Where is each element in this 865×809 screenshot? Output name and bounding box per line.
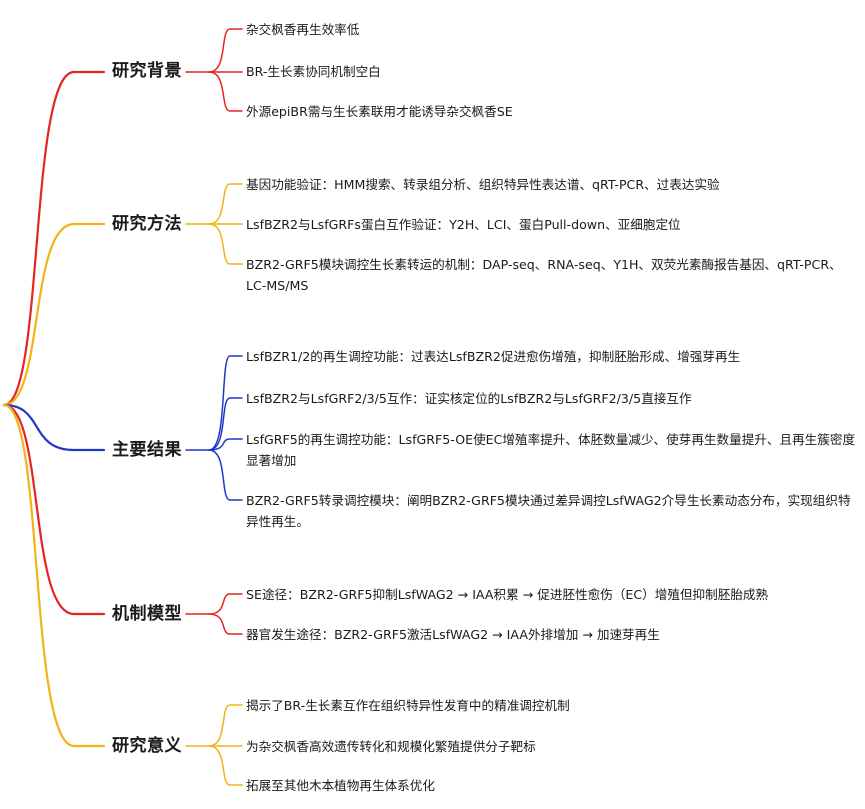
branch-title-significance: 研究意义	[112, 736, 182, 756]
leaf-connector-methods-3	[208, 223, 243, 265]
leaf-connector-results-1	[208, 355, 243, 451]
leaf-connector-significance-3	[208, 745, 243, 786]
leaf-results-4: BZR2-GRF5转录调控模块：阐明BZR2-GRF5模块通过差异调控LsfWA…	[246, 493, 851, 529]
branch-title-results: 主要结果	[112, 440, 182, 460]
leaf-connector-results-2	[208, 397, 243, 451]
leaf-background-3: 外源epiBR需与生长素联用才能诱导杂交枫香SE	[246, 104, 513, 119]
leaf-methods-1: 基因功能验证：HMM搜索、转录组分析、组织特异性表达谱、qRT-PCR、过表达实…	[246, 177, 720, 192]
leaf-results-1: LsfBZR1/2的再生调控功能：过表达LsfBZR2促进愈伤增殖，抑制胚胎形成…	[246, 349, 741, 364]
leaf-model-2: 器官发生途径：BZR2-GRF5激活LsfWAG2 → IAA外排增加 → 加速…	[246, 627, 660, 642]
connector-methods	[2, 222, 106, 407]
leaf-background-1: 杂交枫香再生效率低	[246, 22, 360, 37]
leaf-significance-1: 揭示了BR-生长素互作在组织特异性发育中的精准调控机制	[246, 698, 570, 713]
leaf-connector-results-4	[208, 449, 243, 501]
leaf-connector-background-1	[208, 28, 243, 73]
leaf-connector-model-2	[208, 613, 243, 635]
connector-significance	[2, 403, 106, 748]
leaf-connector-model-1	[208, 593, 243, 615]
leaf-significance-3: 拓展至其他木本植物再生体系优化	[246, 778, 435, 793]
connector-model	[2, 403, 106, 616]
connector-results	[2, 403, 106, 452]
connector-background	[2, 70, 106, 407]
branch-title-background: 研究背景	[112, 61, 182, 81]
leaf-methods-3: BZR2-GRF5模块调控生长素转运的机制：DAP-seq、RNA-seq、Y1…	[246, 257, 842, 293]
branch-title-methods: 研究方法	[112, 214, 182, 234]
leaf-background-2: BR-生长素协同机制空白	[246, 64, 381, 79]
branch-title-model: 机制模型	[112, 604, 182, 624]
leaf-connector-background-3	[208, 71, 243, 112]
leaf-results-3: LsfGRF5的再生调控功能：LsfGRF5-OE使EC增殖率提升、体胚数量减少…	[246, 432, 856, 468]
leaf-model-1: SE途径：BZR2-GRF5抑制LsfWAG2 → IAA积累 → 促进胚性愈伤…	[246, 587, 769, 602]
leaf-connector-methods-1	[208, 183, 243, 225]
leaf-results-2: LsfBZR2与LsfGRF2/3/5互作：证实核定位的LsfBZR2与LsfG…	[246, 391, 692, 406]
leaf-connector-results-3	[208, 438, 243, 451]
leaf-connector-significance-1	[208, 704, 243, 747]
leaf-methods-2: LsfBZR2与LsfGRFs蛋白互作验证：Y2H、LCI、蛋白Pull-dow…	[246, 217, 681, 232]
leaf-significance-2: 为杂交枫香高效遗传转化和规模化繁殖提供分子靶标	[246, 739, 536, 754]
